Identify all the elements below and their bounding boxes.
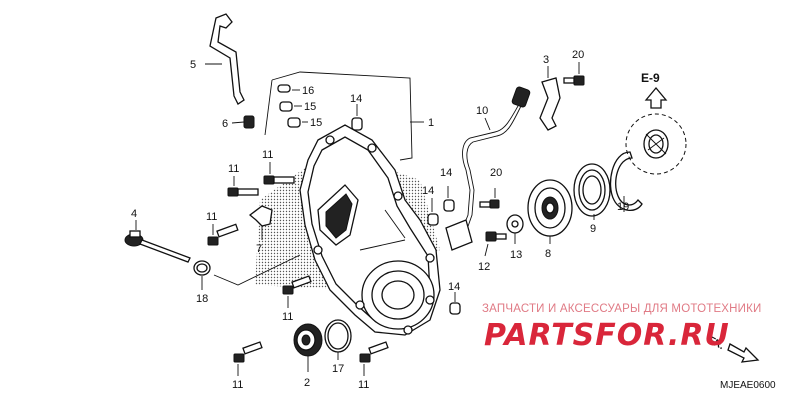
callout-14-c: 14 bbox=[440, 167, 452, 179]
dowel-14-low[interactable] bbox=[449, 302, 461, 315]
callout-1: 1 bbox=[428, 117, 434, 129]
e9-arrow-icon bbox=[644, 86, 668, 109]
callout-15-b: 15 bbox=[310, 117, 322, 129]
bolt-11-f[interactable] bbox=[359, 341, 389, 363]
dowel-14-mid-a[interactable] bbox=[427, 213, 439, 226]
callout-13: 13 bbox=[510, 249, 522, 261]
callout-14-d: 14 bbox=[448, 281, 460, 293]
dipstick-4[interactable] bbox=[124, 230, 191, 263]
drawing-code: MJEAE0600 bbox=[720, 380, 776, 391]
bolt-20-mid[interactable] bbox=[479, 199, 500, 209]
callout-9: 9 bbox=[590, 223, 596, 235]
bolt-11-c[interactable] bbox=[207, 223, 239, 246]
callout-11-c: 11 bbox=[206, 211, 217, 223]
circlip-19[interactable] bbox=[609, 151, 643, 211]
bracket-7[interactable] bbox=[248, 205, 273, 227]
callout-2: 2 bbox=[304, 377, 310, 389]
cylinder-part[interactable] bbox=[243, 115, 255, 129]
dowel-15b[interactable] bbox=[287, 117, 301, 128]
section-ref-e9[interactable]: E-9 bbox=[641, 71, 660, 85]
bolt-11-a[interactable] bbox=[227, 187, 259, 197]
crankcase-cover[interactable] bbox=[299, 124, 441, 336]
dowel-14-top[interactable] bbox=[351, 117, 363, 131]
callout-10: 10 bbox=[476, 105, 488, 117]
rod-part[interactable] bbox=[205, 13, 245, 105]
callout-4: 4 bbox=[131, 208, 137, 220]
cap-2[interactable] bbox=[293, 323, 323, 357]
callout-11-f: 11 bbox=[358, 379, 369, 391]
callout-17: 17 bbox=[332, 363, 344, 375]
oring-17[interactable] bbox=[324, 319, 352, 353]
callout-14-b: 14 bbox=[422, 185, 434, 197]
callout-18: 18 bbox=[196, 293, 208, 305]
clutch-9[interactable] bbox=[573, 163, 611, 217]
bearing-e9[interactable] bbox=[625, 113, 687, 175]
dowel-16[interactable] bbox=[277, 84, 291, 93]
sensor-10[interactable] bbox=[445, 86, 531, 251]
callout-5: 5 bbox=[190, 59, 196, 71]
bracket-3[interactable] bbox=[539, 77, 561, 131]
callout-16: 16 bbox=[302, 85, 314, 97]
direction-arrow-icon bbox=[727, 343, 760, 363]
callout-14-a: 14 bbox=[350, 93, 362, 105]
watermark-subtitle: ЗАПЧАСТИ И АКСЕССУАРЫ ДЛЯ МОТОТЕХНИКИ bbox=[482, 303, 762, 315]
callout-8: 8 bbox=[545, 248, 551, 260]
washer-13[interactable] bbox=[506, 214, 524, 234]
callout-11-d: 11 bbox=[282, 311, 293, 323]
callout-20-b: 20 bbox=[490, 167, 502, 179]
callout-19: 19 bbox=[617, 201, 629, 213]
callout-11-b: 11 bbox=[262, 149, 273, 161]
bolt-11-d[interactable] bbox=[282, 275, 312, 295]
callout-15-a: 15 bbox=[304, 101, 316, 113]
callout-20-a: 20 bbox=[572, 49, 584, 61]
callout-11-a: 11 bbox=[228, 163, 239, 175]
callout-7: 7 bbox=[256, 243, 262, 255]
bolt-20-top[interactable] bbox=[563, 75, 585, 86]
bolt-11-e[interactable] bbox=[233, 341, 263, 363]
dowel-15a[interactable] bbox=[279, 101, 293, 112]
oring-18[interactable] bbox=[193, 260, 211, 276]
callout-11-e: 11 bbox=[232, 379, 243, 391]
gear-8[interactable] bbox=[527, 179, 573, 237]
dowel-14-mid-b[interactable] bbox=[443, 199, 455, 212]
callout-12: 12 bbox=[478, 261, 490, 273]
watermark-brand: PARTSFOR.RU bbox=[484, 318, 730, 353]
bolt-11-b[interactable] bbox=[263, 175, 295, 185]
callout-3: 3 bbox=[543, 54, 549, 66]
bolt-12[interactable] bbox=[485, 231, 507, 242]
callout-6: 6 bbox=[222, 118, 228, 130]
